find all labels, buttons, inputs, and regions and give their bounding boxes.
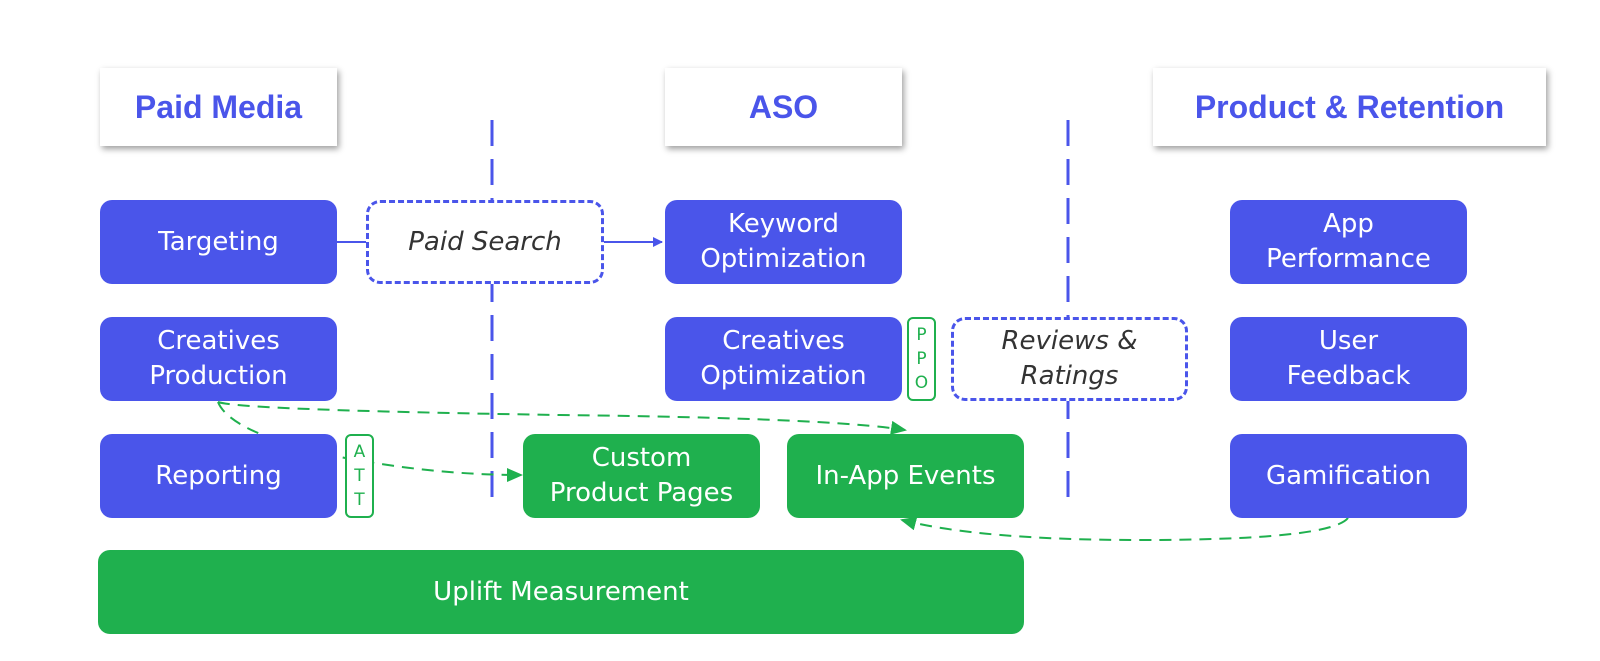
in-app-events-box: In-App Events [787, 434, 1024, 518]
targeting-box: Targeting [100, 200, 337, 284]
user-feedback-box: User Feedback [1230, 317, 1467, 401]
paid-search-box: Paid Search [366, 200, 604, 284]
gamification-to-in-app-events-arrow [900, 516, 1349, 542]
gamification-box: Gamification [1230, 434, 1467, 518]
att-tag-letter: T [354, 466, 365, 486]
creatives-to-in-app-events-arrow [217, 401, 907, 435]
reviews-ratings-box: Reviews & Ratings [951, 317, 1188, 401]
att-tag-letter: A [353, 442, 366, 462]
app-performance-box: App Performance [1230, 200, 1467, 284]
ppo-tag-letter: P [916, 349, 927, 369]
creatives-optimization-box: Creatives Optimization [665, 317, 902, 401]
ppo-tag-letter: O [914, 373, 929, 393]
creatives-production-box: Creatives Production [100, 317, 337, 401]
custom-product-pages-box: Custom Product Pages [523, 434, 760, 518]
att-tag-letter: T [354, 490, 365, 510]
header-paid-media: Paid Media [100, 68, 337, 146]
ppo-tag-letter: P [916, 325, 927, 345]
ppo-tag: P P O [907, 317, 936, 401]
uplift-measurement-box: Uplift Measurement [98, 550, 1024, 634]
reporting-box: Reporting [100, 434, 337, 518]
keyword-optimization-box: Keyword Optimization [665, 200, 902, 284]
header-aso: ASO [665, 68, 902, 146]
att-tag: A T T [345, 434, 374, 518]
header-product-retention: Product & Retention [1153, 68, 1546, 146]
